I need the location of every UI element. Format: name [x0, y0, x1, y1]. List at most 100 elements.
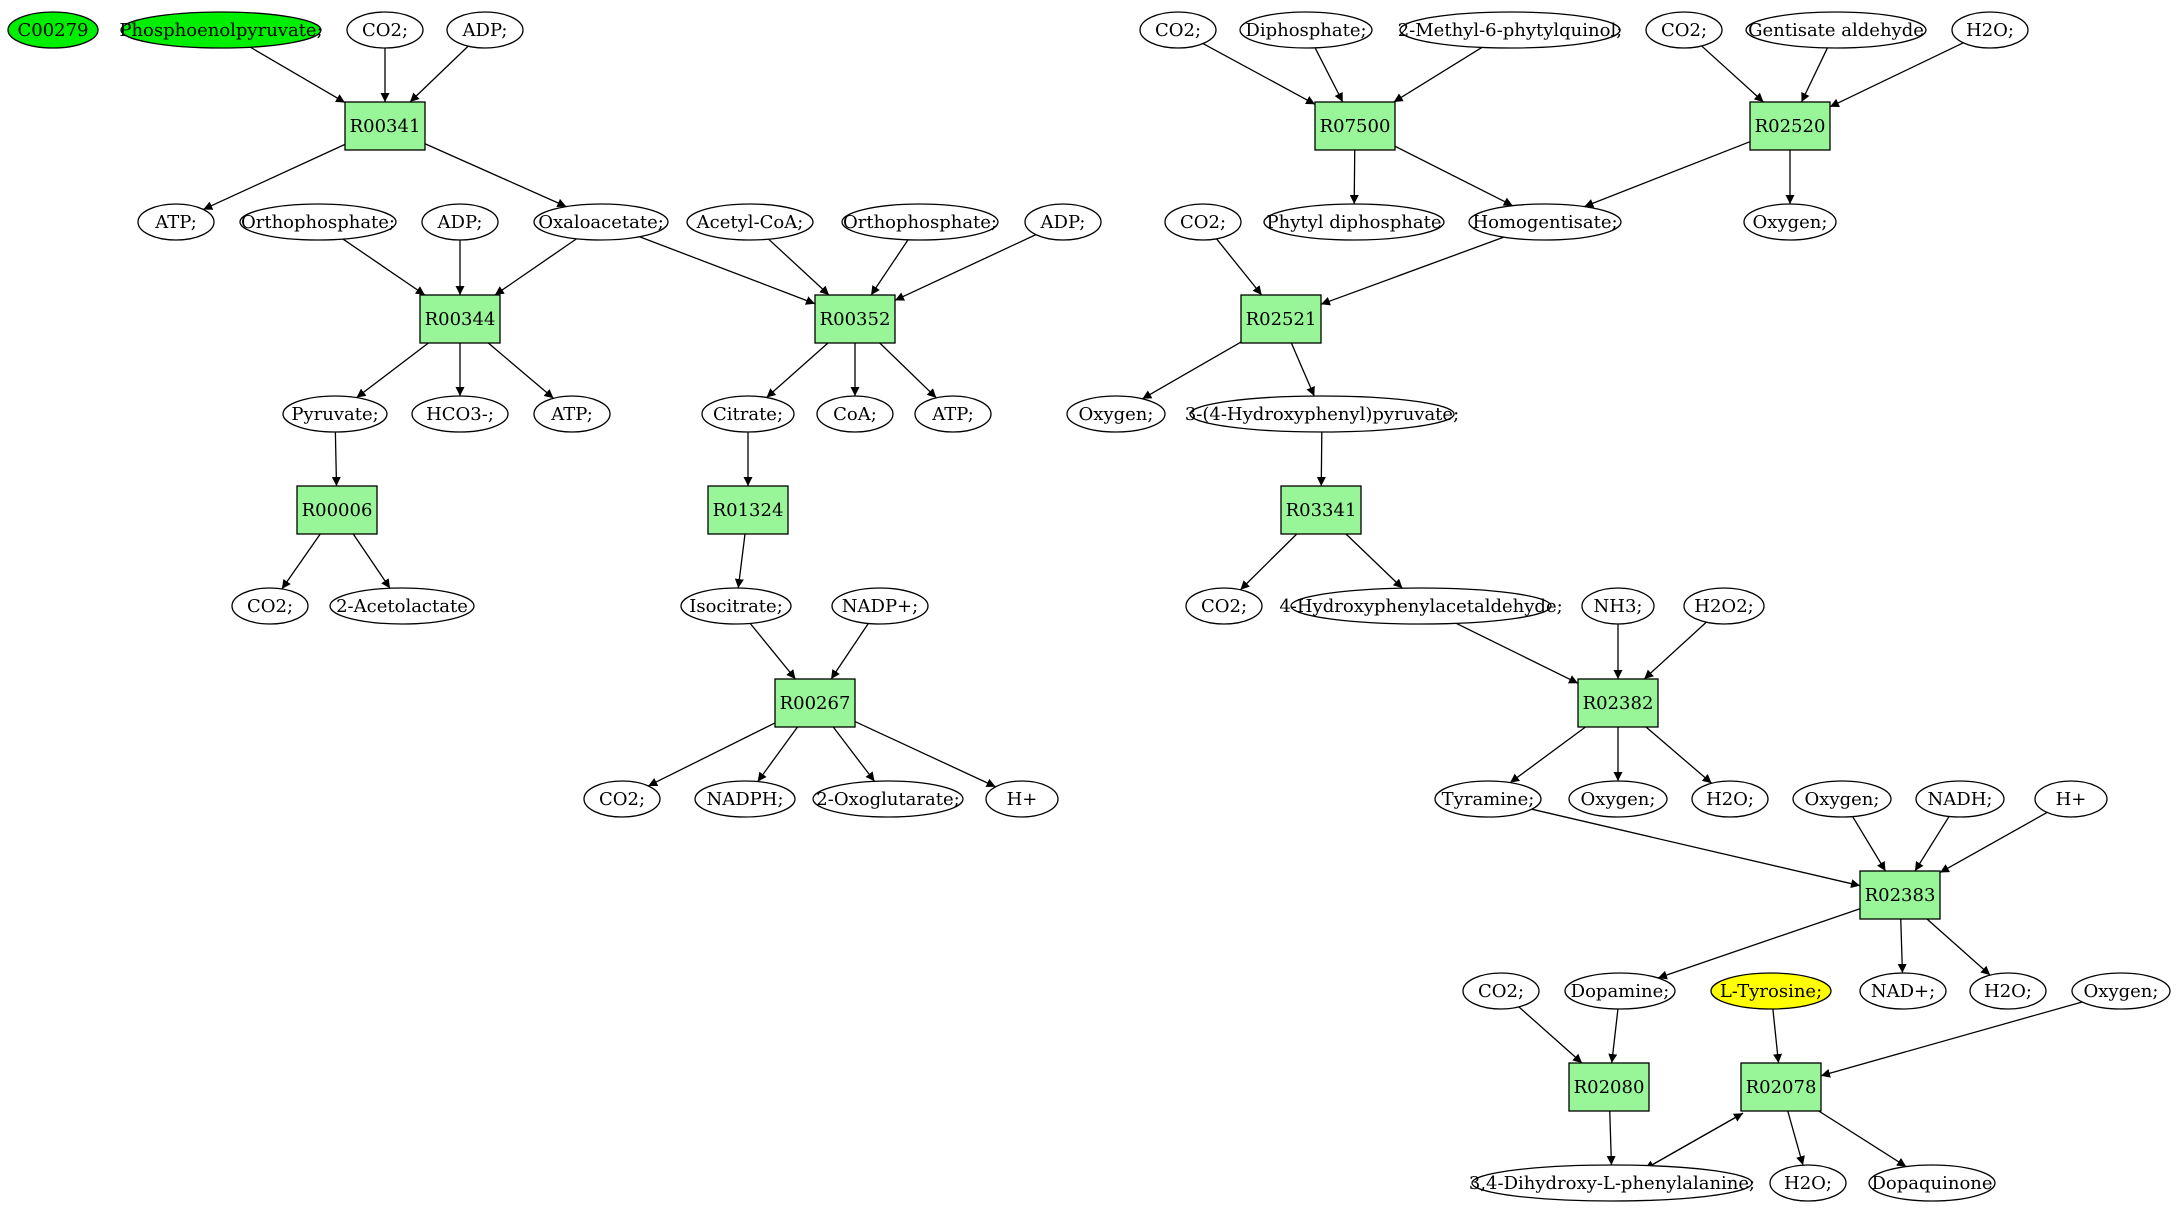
compound-node-c_nadph[interactable]: NADPH; [694, 780, 796, 818]
compound-ellipse [1969, 972, 2047, 1010]
compound-node-c_oxygen_2[interactable]: Oxygen; [1066, 395, 1166, 433]
compound-ellipse [137, 203, 215, 241]
compound-node-c_co2_1[interactable]: CO2; [346, 11, 424, 49]
compound-ellipse [1951, 11, 2029, 49]
compound-node-c_gentisate[interactable]: Gentisate aldehyde [1745, 11, 1927, 49]
compound-node-c_dopaquinone[interactable]: Dopaquinone [1868, 1164, 1996, 1202]
compound-ellipse [239, 203, 397, 241]
compound-node-c_hpaa[interactable]: 4-Hydroxyphenylacetaldehyde; [1279, 587, 1563, 625]
node-label: H2O; [1706, 789, 1754, 810]
reaction-node-r_r01324[interactable]: R01324 [707, 485, 789, 535]
compound-node-c_oxygen_3[interactable]: Oxygen; [1568, 780, 1668, 818]
reaction-node-r_r00352[interactable]: R00352 [814, 294, 896, 344]
compound-node-c_acetylcoa[interactable]: Acetyl-CoA; [686, 203, 814, 241]
compound-node-c_hplus_2[interactable]: H+ [2034, 780, 2108, 818]
compound-node-c_acetolactate[interactable]: 2-Acetolactate [329, 587, 475, 625]
compound-node-c_hpp[interactable]: 3-(4-Hydroxyphenyl)pyruvate; [1185, 395, 1459, 433]
compound-node-c_co2_4[interactable]: CO2; [1139, 11, 1217, 49]
compound-node-c_co2_5[interactable]: CO2; [1645, 11, 1723, 49]
compound-ellipse [2034, 780, 2108, 818]
compound-node-c_co2_2[interactable]: CO2; [231, 587, 309, 625]
node-label: R02382 [1583, 693, 1654, 714]
reaction-node-r_r00341[interactable]: R00341 [344, 101, 426, 151]
compound-node-c_methylphytyl[interactable]: 2-Methyl-6-phytylquinol; [1398, 11, 1623, 49]
compound-node-c_nad[interactable]: NAD+; [1859, 972, 1947, 1010]
node-label: R02078 [1746, 1077, 1817, 1098]
reaction-node-r_r02382[interactable]: R02382 [1577, 678, 1659, 728]
reaction-node-r_r02078[interactable]: R02078 [1740, 1062, 1822, 1112]
reaction-node-r_r03341[interactable]: R03341 [1280, 485, 1362, 535]
reaction-node-r_r00344[interactable]: R00344 [419, 294, 501, 344]
compound-node-c_tyramine[interactable]: Tyramine; [1434, 780, 1542, 818]
reaction-node-r_r02383[interactable]: R02383 [1859, 870, 1941, 920]
reaction-node-r_r00006[interactable]: R00006 [296, 485, 378, 535]
compound-node-c_co2_6[interactable]: CO2; [1164, 203, 1242, 241]
compound-node-c_atp_3[interactable]: ATP; [914, 395, 992, 433]
edge-r_r00267-to-c_oxoglutarate [832, 726, 876, 782]
edge-c_co2_6-to-r_r02521 [1216, 238, 1263, 296]
compound-node-c_hco3[interactable]: HCO3-; [411, 395, 509, 433]
reaction-node-r_r07500[interactable]: R07500 [1314, 101, 1396, 151]
compound-node-c_coa[interactable]: CoA; [816, 395, 894, 433]
compound-node-c_h2o_3[interactable]: H2O; [1969, 972, 2047, 1010]
edge-r_r01324-to-c_isocitrate [734, 533, 746, 589]
compound-node-c_homogentisate[interactable]: Homogentisate; [1468, 203, 1622, 241]
node-label: Dopamine; [1571, 981, 1670, 1002]
node-label: Citrate; [713, 404, 783, 425]
edge-c_hpp-to-r_r03341 [1316, 431, 1326, 487]
compound-node-c_adp_2[interactable]: ADP; [421, 203, 499, 241]
compound-node-c_dopa[interactable]: 3,4-Dihydroxy-L-phenylalanine; [1469, 1164, 1755, 1202]
compound-node-c_h2o_4[interactable]: H2O; [1769, 1164, 1847, 1202]
compound-node-c_oxaloacetate[interactable]: Oxaloacetate; [533, 203, 669, 241]
compound-node-c_h2o_2[interactable]: H2O; [1691, 780, 1769, 818]
compound-node-c_nadp[interactable]: NADP+; [831, 587, 929, 625]
compound-node-c_hplus_1[interactable]: H+ [985, 780, 1059, 818]
compound-node-c_oxygen_1[interactable]: Oxygen; [1743, 203, 1837, 241]
node-label: NADP+; [842, 596, 918, 617]
compound-node-c_phytyl[interactable]: Phytyl diphosphate [1263, 203, 1445, 241]
compound-node-c_pyruvate[interactable]: Pyruvate; [282, 395, 388, 433]
compound-ellipse [446, 11, 524, 49]
edge-r_r00006-to-c_co2_2 [281, 533, 321, 590]
compound-node-c_atp_1[interactable]: ATP; [137, 203, 215, 241]
compound-node-c_co2_8[interactable]: CO2; [1462, 972, 1540, 1010]
compound-node-c_tyrosine[interactable]: L-Tyrosine; [1710, 972, 1832, 1010]
compound-node-c_diphosphate[interactable]: Diphosphate; [1239, 11, 1373, 49]
reaction-node-r_r00267[interactable]: R00267 [774, 678, 856, 728]
reaction-node-r_r02080[interactable]: R02080 [1568, 1062, 1650, 1112]
compound-node-c_nadh[interactable]: NADH; [1915, 780, 2005, 818]
node-label: L-Tyrosine; [1720, 981, 1822, 1002]
compound-node-c_adp_1[interactable]: ADP; [446, 11, 524, 49]
compound-node-c_oxygen_4[interactable]: Oxygen; [1792, 780, 1892, 818]
compound-node-c_ortho_2[interactable]: Orthophosphate; [841, 203, 999, 241]
compound-node-c_oxygen_5[interactable]: Oxygen; [2071, 972, 2171, 1010]
node-label: Oxaloacetate; [538, 212, 664, 233]
node-label: H+ [2056, 789, 2087, 810]
edge-r_r02078-to-c_h2o_4 [1787, 1110, 1805, 1166]
compound-node-c_h2o_1[interactable]: H2O; [1951, 11, 2029, 49]
compound-node-c_h2o2[interactable]: H2O2; [1683, 587, 1765, 625]
compound-node-c_dopamine[interactable]: Dopamine; [1564, 972, 1676, 1010]
compound-ellipse [1164, 203, 1242, 241]
node-label: R00344 [425, 309, 496, 330]
compound-node-c_citrate[interactable]: Citrate; [701, 395, 795, 433]
compound-node-c_co2_3[interactable]: CO2; [583, 780, 661, 818]
compound-node-c_ortho_1[interactable]: Orthophosphate; [239, 203, 397, 241]
compound-node-c_co2_7[interactable]: CO2; [1185, 587, 1263, 625]
edge-c_h2o2-to-r_r02382 [1643, 621, 1707, 680]
compound-ellipse [1471, 1164, 1753, 1202]
edge-r_r07500-to-c_homogentisate [1394, 145, 1514, 207]
compound-node-c_atp_2[interactable]: ATP; [533, 395, 611, 433]
compound-node-c_adp_3[interactable]: ADP; [1024, 203, 1102, 241]
compound-node-c_oxoglutarate[interactable]: 2-Oxoglutarate; [812, 780, 964, 818]
edge-r_r00341-to-c_atp_1 [203, 143, 346, 211]
reaction-node-r_r02520[interactable]: R02520 [1749, 101, 1831, 151]
reaction-node-r_r02521[interactable]: R02521 [1240, 294, 1322, 344]
compound-node-c_pep[interactable]: Phosphoenolpyruvate; [119, 11, 323, 49]
compound-ellipse [583, 780, 661, 818]
node-label: NH3; [1594, 596, 1643, 617]
node-label: CO2; [1155, 20, 1201, 41]
compound-node-c_nh3[interactable]: NH3; [1581, 587, 1655, 625]
compound-node-c_c00279[interactable]: C00279 [7, 11, 99, 49]
compound-node-c_isocitrate[interactable]: Isocitrate; [680, 587, 792, 625]
